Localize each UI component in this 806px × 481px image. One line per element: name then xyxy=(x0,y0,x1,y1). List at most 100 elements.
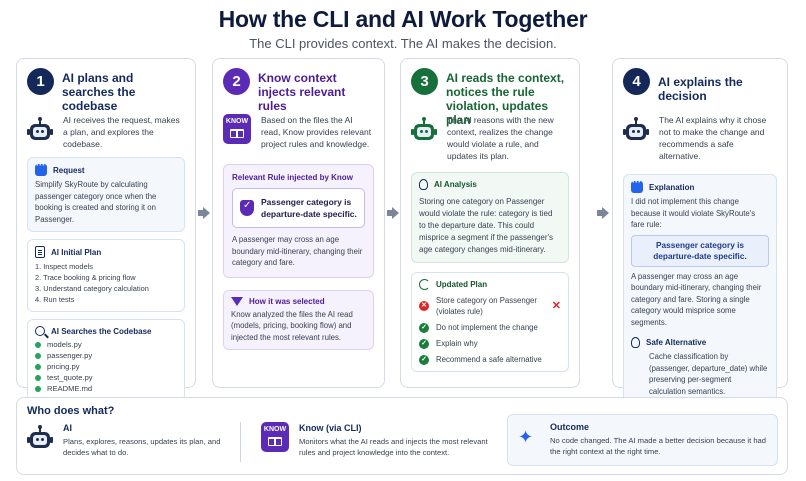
sparkle-icon: ✦ xyxy=(518,427,534,447)
request-card: Request Simplify SkyRoute by calculating… xyxy=(27,157,185,232)
step-3-intro: The AI reasons with the new context, rea… xyxy=(411,114,569,162)
step-4-intro: The AI explains why it chose not to make… xyxy=(623,114,777,162)
outcome-heading: Outcome xyxy=(550,422,590,432)
chat-icon xyxy=(631,177,643,193)
flow-arrow-icon xyxy=(387,207,399,219)
plan-item: 2. Trace booking & pricing flow xyxy=(35,273,136,282)
file-name: test_quote.py xyxy=(47,373,93,382)
explanation-header: Explanation xyxy=(631,177,769,193)
robot-icon xyxy=(411,117,437,144)
rule-explanation: A passenger may cross an age boundary mi… xyxy=(232,235,363,267)
flow-arrow-icon xyxy=(198,207,210,219)
step-2-header: 2 Know context injects relevant rules xyxy=(223,68,374,113)
step-3-intro-text: The AI reasons with the new context, rea… xyxy=(447,115,554,161)
explanation-card: Explanation I did not implement this cha… xyxy=(623,174,777,404)
updated-plan-text: Recommend a safe alternative xyxy=(436,355,542,364)
file-name: pricing.py xyxy=(47,362,80,371)
shield-check-icon xyxy=(240,200,254,216)
ai-role: AI Plans, explores, reasons, updates its… xyxy=(27,422,239,458)
lightbulb-icon xyxy=(631,337,640,348)
step-number-4: 4 xyxy=(623,68,650,95)
lightbulb-icon xyxy=(419,179,428,190)
codebase-search-heading: AI Searches the Codebase xyxy=(51,326,152,336)
explanation-detail: A passenger may cross an age boundary mi… xyxy=(631,271,762,327)
file-name: passenger.py xyxy=(47,351,93,360)
know-logo-icon: KNOW xyxy=(261,422,289,452)
updated-plan-item: ✓Do not implement the change xyxy=(419,322,561,333)
step-number-2: 2 xyxy=(223,68,250,95)
ai-analysis-card: AI Analysis Storing one category on Pass… xyxy=(411,172,569,263)
ai-analysis-text: Storing one category on Passenger would … xyxy=(419,197,554,254)
know-badge-label: KNOW xyxy=(263,426,287,433)
file-item: models.py xyxy=(35,339,177,350)
ai-role-label: AI xyxy=(63,423,72,433)
request-text: Simplify SkyRoute by calculating passeng… xyxy=(35,180,157,224)
x-circle-icon: ✕ xyxy=(419,301,429,311)
file-item: passenger.py xyxy=(35,350,177,361)
page-title: How the CLI and AI Work Together xyxy=(218,6,588,32)
chat-icon xyxy=(35,160,47,176)
rule-text: Passenger category is departure-date spe… xyxy=(261,197,357,219)
step-3-header: 3 AI reads the context, notices the rule… xyxy=(411,68,569,127)
file-item: pricing.py xyxy=(35,361,177,372)
step-number-1: 1 xyxy=(27,68,54,95)
filter-icon xyxy=(231,296,243,306)
search-icon xyxy=(35,326,45,336)
initial-plan-card: AI Initial Plan 1. Inspect models 2. Tra… xyxy=(27,239,185,312)
divider xyxy=(240,422,241,462)
rejected-plan-text: Store category on Passenger (violates ru… xyxy=(436,296,537,316)
plan-item: 3. Understand category calculation xyxy=(35,284,149,293)
refresh-icon xyxy=(419,279,430,290)
know-badge-label: KNOW xyxy=(225,118,249,125)
codebase-search-header: AI Searches the Codebase xyxy=(35,326,177,336)
rejected-plan-item: ✕ Store category on Passenger (violates … xyxy=(419,295,561,317)
plan-item: 4. Run tests xyxy=(35,295,75,304)
alternative-text: Cache classification by (passenger, depa… xyxy=(649,352,768,396)
selection-card: How it was selected Know analyzed the fi… xyxy=(223,289,374,350)
codebase-search-card: AI Searches the Codebase models.py passe… xyxy=(27,319,185,401)
check-circle-icon: ✓ xyxy=(419,322,429,333)
clipboard-icon xyxy=(35,246,45,258)
step-2-panel: 2 Know context injects relevant rules KN… xyxy=(212,58,385,388)
selection-header: How it was selected xyxy=(231,296,366,306)
updated-plan-header: Updated Plan xyxy=(419,279,561,290)
step-1-title: AI plans and searches the codebase xyxy=(62,71,136,113)
initial-plan-list: 1. Inspect models 2. Trace booking & pri… xyxy=(35,261,177,305)
step-1-header: 1 AI plans and searches the codebase xyxy=(27,68,185,113)
relevant-rule-card: Relevant Rule injected by Know Passenger… xyxy=(223,164,374,278)
step-3-title: AI reads the context, notices the rule v… xyxy=(446,71,565,127)
outcome-text: No code changed. The AI made a better de… xyxy=(550,436,767,456)
rule-box: Passenger category is departure-date spe… xyxy=(232,188,365,228)
know-role-desc: Monitors what the AI reads and injects t… xyxy=(299,437,488,457)
step-2-intro: KNOW Based on the files the AI read, Kno… xyxy=(223,114,374,150)
check-dot-icon xyxy=(35,352,41,359)
relevant-rule-heading: Relevant Rule injected by Know xyxy=(232,173,353,182)
check-dot-icon xyxy=(35,374,41,381)
step-1-intro-text: AI receives the request, makes a plan, a… xyxy=(63,115,180,149)
robot-icon xyxy=(623,117,649,144)
know-role-label: Know (via CLI) xyxy=(299,423,362,433)
highlighted-rule: Passenger category is departure-date spe… xyxy=(631,234,769,267)
know-role: KNOW Know (via CLI) Monitors what the AI… xyxy=(261,422,501,458)
updated-plan-card: Updated Plan ✕ Store category on Passeng… xyxy=(411,272,569,372)
file-list: models.py passenger.py pricing.py test_q… xyxy=(35,339,177,394)
ai-analysis-heading: AI Analysis xyxy=(434,180,477,189)
initial-plan-heading: AI Initial Plan xyxy=(51,247,102,257)
initial-plan-header: AI Initial Plan xyxy=(35,246,177,258)
step-4-title: AI explains the decision xyxy=(658,75,743,103)
updated-plan-text: Explain why xyxy=(436,339,478,348)
request-heading: Request xyxy=(53,165,85,175)
check-circle-icon: ✓ xyxy=(419,354,429,365)
check-dot-icon xyxy=(35,341,41,348)
cross-mark-icon: ✕ xyxy=(551,299,561,312)
step-4-intro-text: The AI explains why it chose not to make… xyxy=(659,115,767,161)
request-card-header: Request xyxy=(35,160,177,176)
file-item: test_quote.py xyxy=(35,372,177,383)
file-name: models.py xyxy=(47,340,82,349)
selection-heading: How it was selected xyxy=(249,296,325,306)
roles-panel: Who does what? AI Plans, explores, reaso… xyxy=(16,397,788,475)
outcome-box: ✦ Outcome No code changed. The AI made a… xyxy=(507,414,778,466)
updated-plan-item: ✓ Recommend a safe alternative xyxy=(419,354,561,365)
robot-icon xyxy=(27,425,53,452)
explanation-text: I did not implement this change because … xyxy=(631,197,756,229)
